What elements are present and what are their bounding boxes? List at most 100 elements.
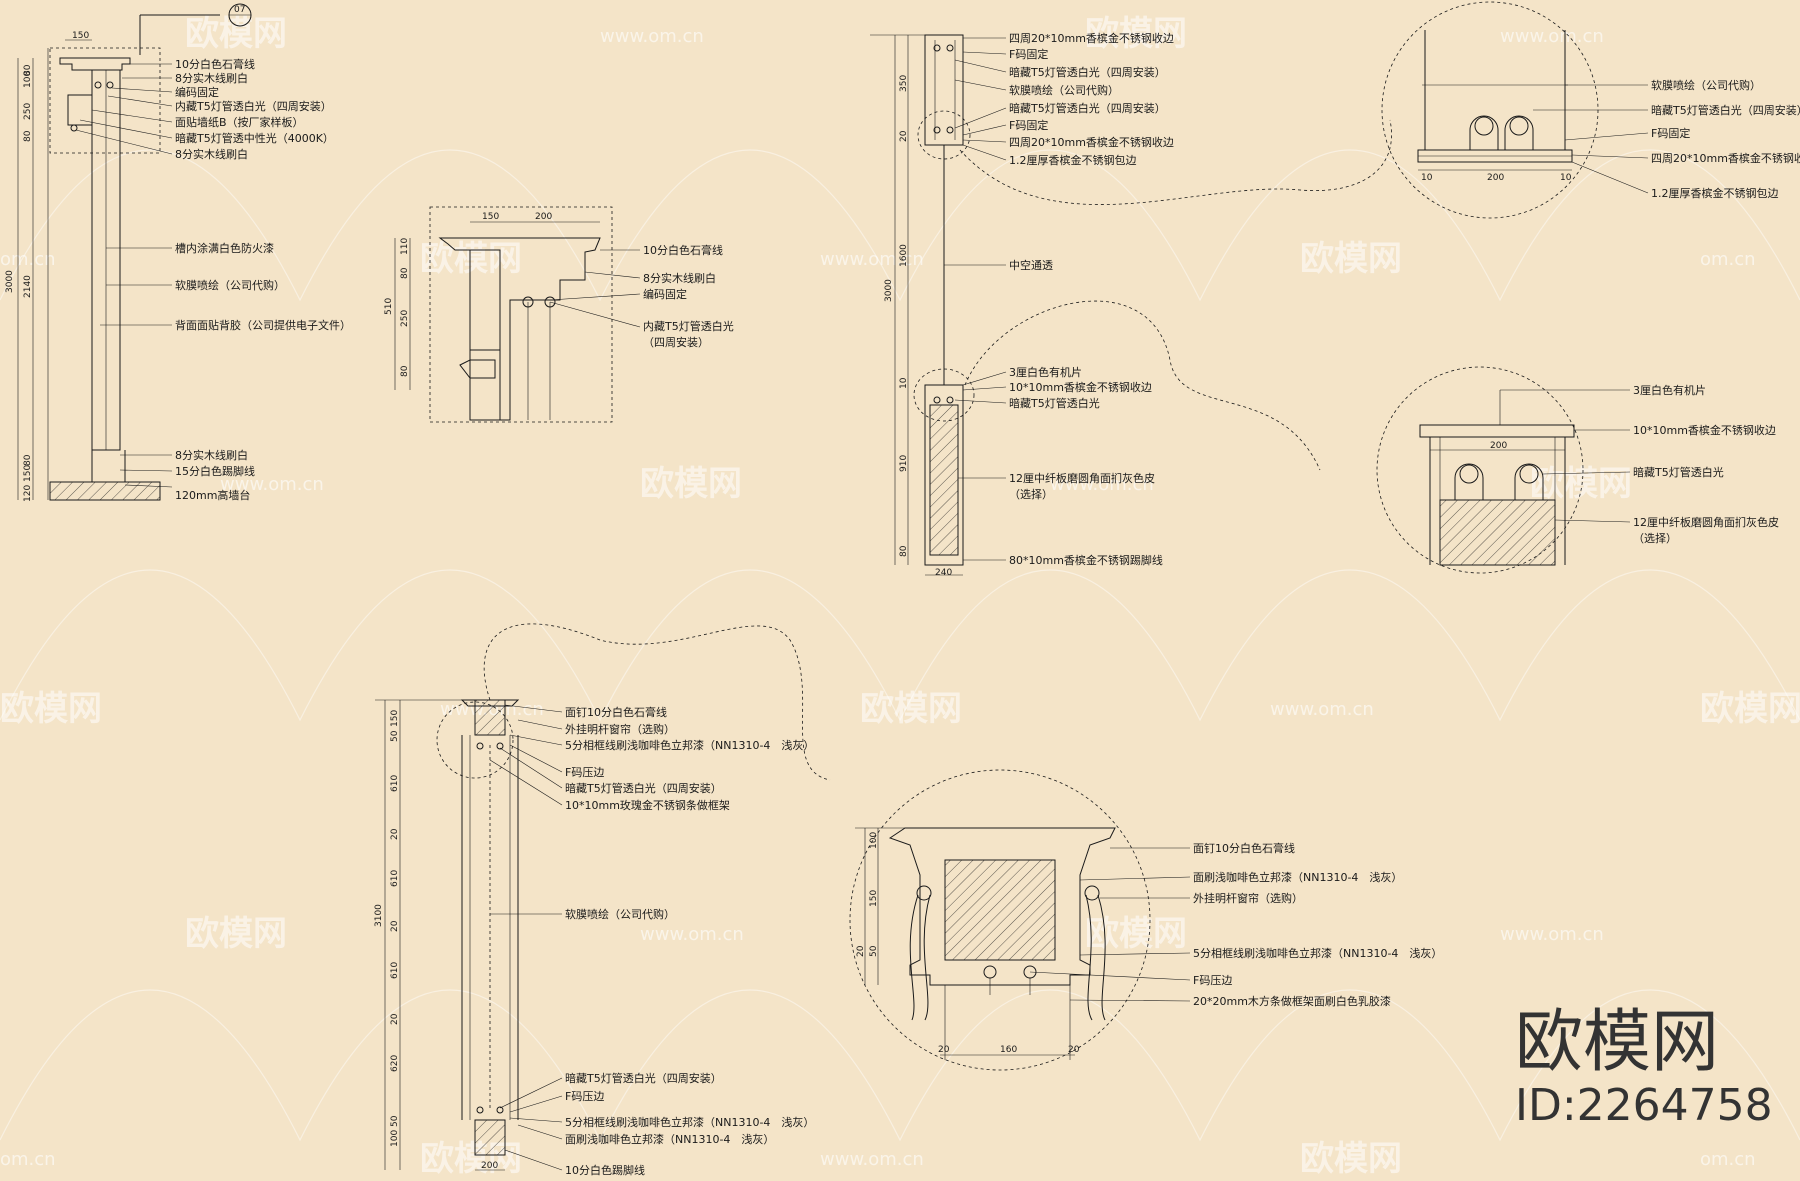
- watermark-url: www.om.cn: [1050, 474, 1154, 495]
- dim-label: 10: [899, 377, 909, 389]
- callout: 1.2厘厚香槟金不锈钢包边: [1009, 153, 1137, 167]
- callout: 软膜喷绘（公司代购）: [565, 907, 675, 921]
- watermark-url: www.om.cn: [640, 924, 744, 945]
- dim-label: 150: [23, 465, 33, 482]
- callout: （选择）: [1633, 531, 1677, 545]
- callout: 120mm高墙台: [175, 488, 250, 502]
- callout: 背面面贴背胶（公司提供电子文件）: [175, 318, 351, 332]
- callout: 3厘白色有机片: [1633, 383, 1706, 397]
- dim-label: 10: [1421, 173, 1433, 183]
- watermark-url: om.cn: [0, 1149, 56, 1170]
- callout: 80*10mm香槟金不锈钢踢脚线: [1009, 553, 1163, 567]
- callout: 暗藏T5灯管透白光（四周安装）: [565, 1071, 722, 1085]
- dim-label: 80: [899, 545, 909, 557]
- dim-label: 510: [384, 298, 394, 315]
- dim-label: 3000: [884, 279, 894, 302]
- callout: 软膜喷绘（公司代购）: [175, 278, 285, 292]
- dim-label: 100: [23, 71, 33, 88]
- callout: 面刷浅咖啡色立邦漆（NN1310-4 浅灰）: [565, 1132, 774, 1146]
- callout: 10分白色踢脚线: [565, 1163, 645, 1177]
- callout: 10分白色石膏线: [175, 57, 255, 71]
- callout: 20*20mm木方条做框架面刷白色乳胶漆: [1193, 994, 1391, 1008]
- dim-label: 110: [400, 238, 410, 255]
- dim-label: 250: [400, 310, 410, 327]
- watermark-url: www.om.cn: [220, 474, 324, 495]
- dim-label: 80: [400, 267, 410, 279]
- watermark-url: www.om.cn: [1270, 699, 1374, 720]
- watermarks: 欧模网 欧模网 欧模网 欧模网 欧模网 欧模网 欧模网 欧模网 欧模网 欧模网 …: [0, 14, 1800, 1179]
- dim-label: 20: [390, 1013, 400, 1025]
- dim-label: 80: [23, 130, 33, 142]
- footer-brand-name: 欧模网: [1515, 1003, 1719, 1082]
- dim-label: 20: [1068, 1045, 1080, 1055]
- dim-label: 100: [390, 1130, 400, 1147]
- callout: 面钉10分白色石膏线: [1193, 841, 1295, 855]
- watermark-url: www.om.cn: [1500, 924, 1604, 945]
- watermark-brand: 欧模网: [420, 239, 522, 279]
- watermark-brand: 欧模网: [1300, 1139, 1402, 1179]
- callout: 四周20*10mm香槟金不锈钢收边: [1009, 31, 1174, 45]
- dim-label: 910: [899, 455, 909, 472]
- callout: 面钉10分白色石膏线: [565, 705, 667, 719]
- callout: 软膜喷绘（公司代购）: [1009, 83, 1119, 97]
- dim-label: 100: [869, 832, 879, 849]
- dim-label: 50: [390, 730, 400, 742]
- dim-label: 200: [1487, 173, 1504, 183]
- callout: 暗藏T5灯管透白光: [1633, 465, 1724, 479]
- dim-label: 150: [482, 212, 499, 222]
- callout: 3厘白色有机片: [1009, 365, 1082, 379]
- callout: F码压边: [1193, 974, 1232, 987]
- callout: 面贴墙纸B（按厂家样板）: [175, 115, 304, 129]
- footer-brand: 欧模网 ID:2264758: [1515, 1003, 1773, 1131]
- callout: 暗藏T5灯管透白光（四周安装）: [1009, 101, 1166, 115]
- watermark-brand: 欧模网: [1085, 14, 1187, 54]
- callout: F码固定: [1009, 118, 1048, 132]
- detail-d: 150 50 610 20 610 20 610 20 620 50 100 3…: [374, 623, 831, 1177]
- dim-label: 350: [899, 75, 909, 92]
- dim-label: 200: [481, 1161, 498, 1171]
- dim-label: 3000: [5, 270, 15, 293]
- detail-c: 350 20 1600 3000 10 910 80 240 四周20*10mm…: [870, 31, 1392, 578]
- watermark-brand: 欧模网: [1300, 239, 1402, 279]
- callout: 暗藏T5灯管透白光（四周安装）: [1651, 103, 1800, 117]
- dim-label: 240: [935, 568, 952, 578]
- watermark-brand: 欧模网: [420, 1139, 522, 1179]
- callout: 5分相框线刷浅咖啡色立邦漆（NN1310-4 浅灰）: [1193, 946, 1442, 960]
- dim-label: 80: [400, 365, 410, 377]
- callout: 内藏T5灯管透白光（四周安装）: [175, 99, 332, 113]
- watermark-url: om.cn: [1700, 249, 1756, 270]
- dim-label: 20: [899, 130, 909, 142]
- callout: 5分相框线刷浅咖啡色立邦漆（NN1310-4 浅灰）: [565, 738, 814, 752]
- dim-label: 150: [72, 31, 89, 41]
- callout: 面刷浅咖啡色立邦漆（NN1310-4 浅灰）: [1193, 870, 1402, 884]
- dim-label: 20: [390, 920, 400, 932]
- watermark-url: om.cn: [1700, 1149, 1756, 1170]
- callout: 10分白色石膏线: [643, 243, 723, 257]
- callout: F码固定: [1009, 47, 1048, 61]
- callout: 外挂明杆窗帘（选购）: [565, 722, 675, 736]
- dim-label: 80: [23, 64, 33, 76]
- callout: 暗藏T5灯管透白光（四周安装）: [1009, 65, 1166, 79]
- callout: 15分白色踢脚线: [175, 464, 255, 478]
- dim-label: 80: [23, 454, 33, 466]
- dim-label: 20: [390, 828, 400, 840]
- dim-label: 20: [856, 945, 866, 957]
- callout: 10*10mm玫瑰金不锈钢条做框架: [565, 798, 730, 812]
- callout: 8分实木线刷白: [175, 71, 248, 85]
- callout: （选择）: [1009, 487, 1053, 501]
- detail-d1: 20 160 20 100 150 50 20 面钉10分白色石膏线 面刷浅咖啡…: [849, 769, 1442, 1071]
- callout: （四周安装）: [643, 335, 709, 349]
- watermark-url: www.om.cn: [600, 26, 704, 47]
- callout: F码压边: [565, 766, 604, 779]
- callout: F码压边: [565, 1090, 604, 1103]
- detail-c1: 10 200 10 软膜喷绘（公司代购） 暗藏T5灯管透白光（四周安装） F码固…: [1381, 1, 1800, 219]
- callout: 四周20*10mm香槟金不锈钢收边: [1009, 135, 1174, 149]
- callout: 10*10mm香槟金不锈钢收边: [1009, 380, 1152, 394]
- watermark-url: www.om.cn: [1500, 26, 1604, 47]
- dim-label: 50: [869, 945, 879, 957]
- callout: 1.2厘厚香槟金不锈钢包边: [1651, 186, 1779, 200]
- dim-label: 160: [1000, 1045, 1017, 1055]
- callout: 暗藏T5灯管透白光（四周安装）: [565, 781, 722, 795]
- detail-b: 150 200 110 80 510 250 80 10分白色石膏线 8分实木线…: [384, 206, 734, 423]
